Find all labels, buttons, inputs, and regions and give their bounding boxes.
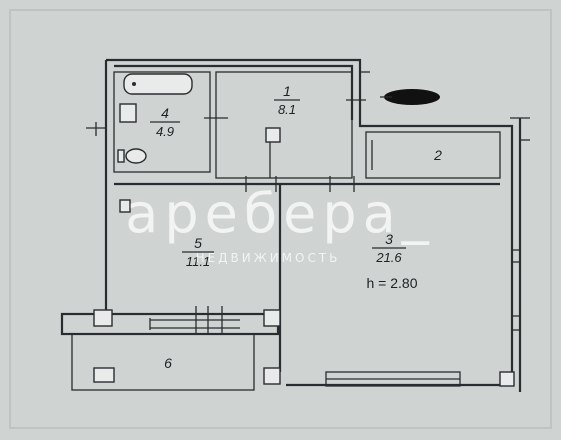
ceiling-height: h = 2.80 (367, 275, 418, 291)
toilet-icon (125, 148, 147, 164)
interior-walls (113, 71, 501, 372)
room-4-number: 4 (161, 105, 169, 121)
room-4-area: 4.9 (156, 124, 174, 139)
room-3-area: 21.6 (375, 250, 402, 265)
paper-border (9, 9, 552, 429)
room-1-number: 1 (283, 83, 291, 99)
window-room-3 (325, 371, 461, 387)
door-marks (86, 92, 366, 192)
sink-icon (119, 103, 137, 123)
watermark: аребера_ НЕДВИЖИМОСТЬ (125, 182, 434, 265)
watermark-brand: аребера_ (125, 182, 434, 245)
redaction-blob (384, 89, 440, 105)
room-3-number: 3 (385, 231, 393, 247)
room-1-area: 8.1 (278, 102, 296, 117)
bathroom-fixtures (117, 73, 193, 164)
room-2-number: 2 (433, 147, 442, 163)
room-5-area: 11.1 (186, 254, 210, 269)
room-6-number: 6 (164, 355, 172, 371)
outer-walls (104, 58, 530, 392)
columns (93, 127, 515, 387)
bathtub-icon (123, 73, 193, 95)
room-labels: 1 8.1 2 3 21.6 4 4.9 5 11.1 6 h = 2.80 (150, 83, 442, 371)
room-5-number: 5 (194, 235, 202, 251)
watermark-tagline: НЕДВИЖИМОСТЬ (196, 251, 341, 265)
